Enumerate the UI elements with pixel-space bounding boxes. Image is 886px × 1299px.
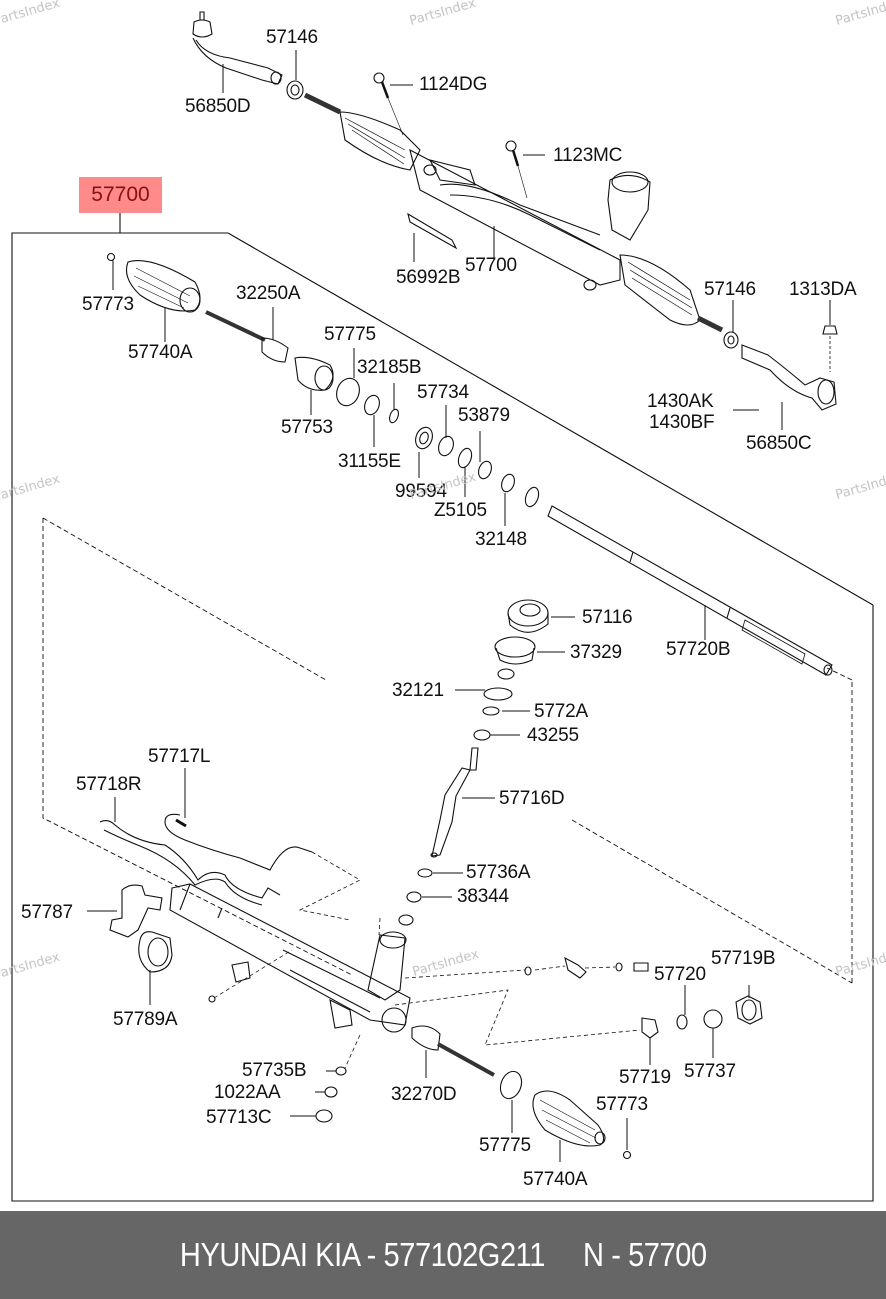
part-label-57740A-top[interactable]: 57740A — [128, 342, 193, 363]
part-info-footer: HYUNDAI KIA - 577102G211 N - 57700 — [0, 1211, 886, 1299]
part-info-text: HYUNDAI KIA - 577102G211 N - 57700 — [179, 1236, 707, 1273]
part-label-57719[interactable]: 57719 — [619, 1067, 671, 1088]
part-label-43255[interactable]: 43255 — [527, 725, 579, 746]
tube-57718R — [99, 819, 281, 906]
clamp-57775-bottom — [499, 1070, 523, 1100]
part-label-57737[interactable]: 57737 — [684, 1061, 736, 1082]
inner-tie-rod-32270D — [411, 1025, 495, 1077]
highlighted-part-57700[interactable]: 57700 — [79, 177, 162, 213]
dashed-leader-fittings — [298, 851, 641, 1069]
part-label-1430AK[interactable]: 1430AK — [647, 391, 714, 412]
bushing-57789A — [138, 931, 173, 973]
valve-cover-57116 — [507, 599, 549, 633]
part-label-57720B[interactable]: 57720B — [666, 639, 731, 660]
tube-57717L — [164, 813, 313, 871]
part-label-57773-bottom[interactable]: 57773 — [596, 1094, 648, 1115]
part-label-1123MC[interactable]: 1123MC — [553, 145, 623, 166]
subassembly-frame — [42, 517, 853, 984]
part-label-57718R[interactable]: 57718R — [76, 774, 142, 795]
rings-group-1 — [336, 377, 540, 508]
tie-rod-end-left — [192, 11, 283, 85]
part-label-57740A-bottom[interactable]: 57740A — [523, 1169, 588, 1190]
part-label-57146-right[interactable]: 57146 — [704, 279, 756, 300]
part-label-99594[interactable]: 99594 — [395, 481, 447, 502]
part-label-57700-assembly[interactable]: 57700 — [465, 255, 517, 276]
part-label-5772A[interactable]: 5772A — [534, 701, 588, 722]
clip-57773-top — [106, 252, 116, 262]
tie-rod-end-right — [741, 325, 838, 411]
small-nuts-lower — [315, 1066, 347, 1123]
part-label-56850D[interactable]: 56850D — [185, 96, 251, 117]
part-label-57720[interactable]: 57720 — [654, 964, 706, 985]
fittings-right — [524, 956, 763, 1039]
part-label-32270D[interactable]: 32270D — [391, 1084, 457, 1105]
part-label-57713C[interactable]: 57713C — [206, 1107, 272, 1128]
nut-57146-top — [286, 80, 304, 100]
leader-lines — [87, 50, 831, 1162]
rack-housing-lower — [169, 883, 411, 1033]
pinion-57716D — [430, 747, 479, 858]
boot-57740A-bottom — [532, 1090, 606, 1147]
small-clip-housing — [208, 949, 293, 1003]
part-label-32185B[interactable]: 32185B — [357, 357, 422, 378]
part-label-57734[interactable]: 57734 — [417, 382, 469, 403]
part-label-57116[interactable]: 57116 — [582, 607, 633, 628]
part-label-57775-bottom[interactable]: 57775 — [479, 1135, 531, 1156]
part-label-32148[interactable]: 32148 — [475, 529, 527, 550]
part-label-32121[interactable]: 32121 — [392, 680, 444, 701]
diagram-drawing — [11, 11, 874, 1202]
parts-diagram: 57700 56850D 57146 1124DG 1123MC 57700 5… — [0, 0, 886, 1202]
part-label-Z5105[interactable]: Z5105 — [434, 500, 487, 521]
part-label-56992B[interactable]: 56992B — [396, 267, 461, 288]
part-label-1022AA[interactable]: 1022AA — [214, 1082, 281, 1103]
part-label-57775-top[interactable]: 57775 — [324, 324, 376, 345]
bushing-57753 — [294, 356, 334, 391]
part-label-57717L[interactable]: 57717L — [148, 746, 211, 767]
part-label-57716D[interactable]: 57716D — [499, 788, 565, 809]
part-label-56850C[interactable]: 56850C — [746, 433, 812, 454]
part-label-57789A[interactable]: 57789A — [113, 1009, 178, 1030]
part-label-31155E[interactable]: 31155E — [338, 451, 401, 472]
bracket-57787 — [109, 884, 163, 938]
inner-tie-rod-32250A — [205, 310, 289, 363]
clip-57773-bottom — [622, 1150, 632, 1160]
part-label-57735B[interactable]: 57735B — [242, 1060, 307, 1081]
boot-57740A-top — [125, 260, 201, 313]
steering-rack-assembly-top — [303, 92, 724, 333]
part-label-57719B[interactable]: 57719B — [711, 948, 776, 969]
seal-rings-lower — [398, 868, 433, 926]
plate-56992B — [407, 212, 458, 250]
part-label-1313DA[interactable]: 1313DA — [789, 279, 857, 300]
part-label-37329[interactable]: 37329 — [570, 642, 622, 663]
part-label-38344[interactable]: 38344 — [457, 886, 509, 907]
part-label-57773-top[interactable]: 57773 — [82, 294, 134, 315]
part-label-1430BF[interactable]: 1430BF — [649, 412, 715, 433]
small-rings-valve — [473, 668, 515, 741]
bolt-1123MC — [505, 140, 528, 199]
part-label-57787[interactable]: 57787 — [21, 902, 73, 923]
part-label-57146-top[interactable]: 57146 — [266, 27, 318, 48]
part-label-57736A[interactable]: 57736A — [466, 862, 531, 883]
seal-37329 — [494, 636, 536, 665]
bolt-1124DG — [373, 72, 404, 136]
part-label-53879[interactable]: 53879 — [458, 405, 510, 426]
part-label-57753[interactable]: 57753 — [281, 417, 333, 438]
part-label-32250A[interactable]: 32250A — [236, 283, 301, 304]
part-label-1124DG[interactable]: 1124DG — [419, 74, 488, 95]
rack-bar-57720B — [547, 505, 833, 676]
nut-57146-right — [723, 331, 739, 349]
